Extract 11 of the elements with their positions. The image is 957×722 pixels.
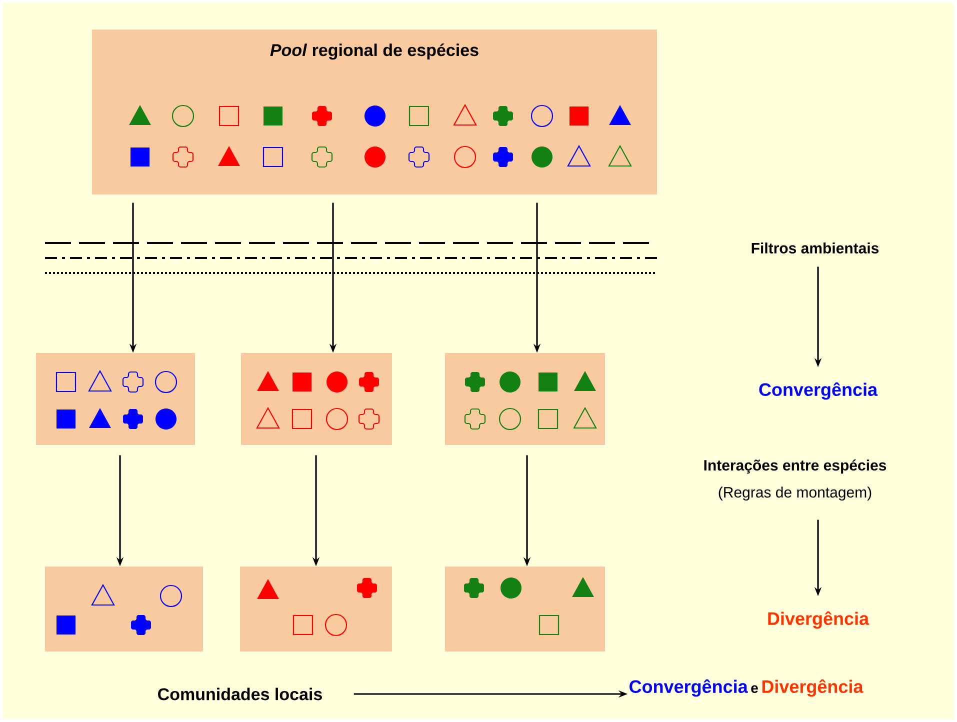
pool-box: Pool regional de espécies: [92, 30, 657, 194]
text-label: Comunidades locais: [158, 688, 322, 700]
community-box: [445, 353, 605, 445]
community-box: [240, 566, 392, 652]
text-label: Convergência: [759, 382, 878, 400]
text-label: Divergência: [768, 611, 870, 629]
community-box: [445, 566, 605, 652]
community-box: [45, 566, 203, 652]
community-box: [36, 353, 195, 445]
process-label: Interações entre espécies (Regras de montagem): [704, 459, 886, 501]
text-label: Filtros ambientais: [752, 242, 879, 254]
